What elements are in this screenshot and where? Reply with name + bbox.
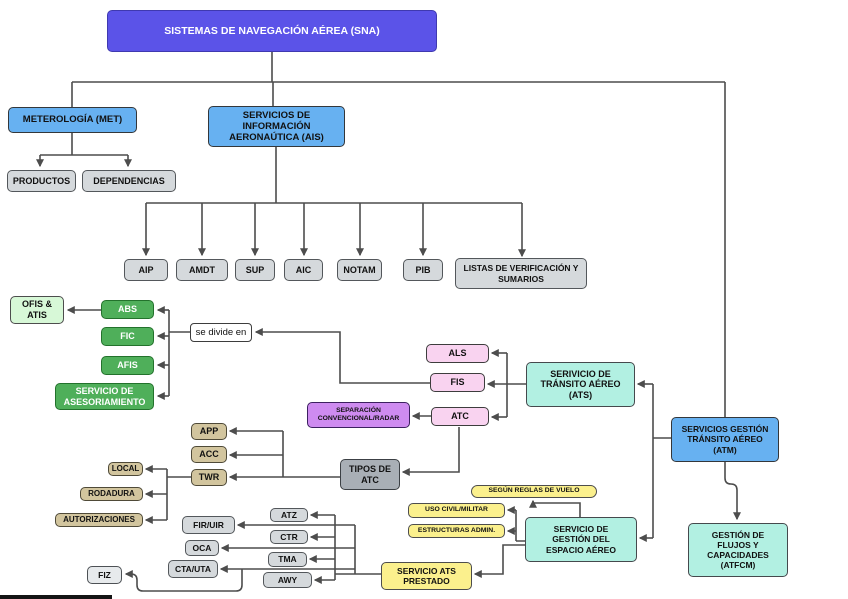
node-ofis-atis: OFIS & ATIS [10, 296, 64, 324]
edge-met-stem [40, 133, 128, 156]
edge-ats-stem [506, 353, 526, 417]
node-afis: AFIS [101, 356, 154, 375]
node-asesoramiento: SERVICIO DE ASESORIAMIENTO [55, 383, 154, 410]
node-ats: SERIVICIO DE TRÁNSITO AÉREO (ATS) [526, 362, 635, 407]
node-fiz: FIZ [87, 566, 122, 584]
node-amdt: AMDT [176, 259, 228, 281]
node-als: ALS [426, 344, 489, 363]
edge-espacio-prestado [473, 544, 525, 578]
node-segun-reglas: SEGÚN REGLAS DE VUELO [471, 485, 597, 498]
node-local: LOCAL [108, 462, 143, 476]
node-awy: AWY [263, 572, 312, 588]
node-fir-uir: FIR/UIR [182, 516, 235, 534]
screen-edge-artifact [0, 595, 112, 599]
edge-tipos-stem [282, 431, 340, 478]
edge-sna-trunk [71, 52, 726, 417]
node-acc: ACC [191, 446, 227, 463]
node-atm: SERVICIOS GESTIÓN TRÁNSITO AÉREO (ATM) [671, 417, 779, 462]
node-productos: PRODUCTOS [7, 170, 76, 192]
node-ais: SERVICIOS DE INFORMACIÓN AERONAÚTICA (AI… [208, 106, 345, 147]
node-espacio: SERVICIO DE GESTIÓN DEL ESPACIO AÉREO [525, 517, 637, 562]
edge-ais-stem [146, 147, 522, 204]
node-autorizaciones: AUTORIZACIONES [55, 513, 143, 527]
edge-fis-sedivide [254, 328, 430, 384]
node-atz: ATZ [270, 508, 308, 522]
node-sna: SISTEMAS DE NAVEGACIÓN AÉREA (SNA) [107, 10, 437, 52]
node-rodadura: RODADURA [80, 487, 143, 501]
node-se-divide-en: se divide en [190, 323, 252, 342]
node-aic: AIC [284, 259, 323, 281]
node-tma: TMA [268, 552, 307, 567]
node-ctr: CTR [270, 530, 308, 544]
edge-twr-stem [166, 469, 191, 520]
edge-espacio-stem [515, 510, 525, 542]
node-listas: LISTAS DE VERIFICACIÓN Y SUMARIOS [455, 258, 587, 289]
edge-sedivide-stem [168, 310, 190, 396]
node-estructuras: ESTRUCTURAS ADMIN. [408, 524, 505, 538]
node-notam: NOTAM [337, 259, 382, 281]
node-cta-uta: CTA/UTA [168, 560, 218, 578]
node-fic: FIC [101, 327, 154, 346]
edge-atc-tipos [401, 427, 460, 476]
node-ats-prestado: SERVICIO ATS PRESTADO [381, 562, 472, 590]
node-met: METEROLOGÍA (MET) [8, 107, 137, 133]
node-fis: FIS [430, 373, 485, 392]
node-sup: SUP [235, 259, 275, 281]
node-separacion: SEPARACIÓN CONVENCIONAL/RADAR [307, 402, 410, 428]
node-app: APP [191, 423, 227, 440]
node-atfcm: GESTIÓN DE FLUJOS Y CAPACIDADES (ATFCM) [688, 523, 788, 577]
edge-prestado-fiz [124, 569, 243, 592]
node-uso-civil: USO CIVIL/MILITAR [408, 503, 505, 518]
node-aip: AIP [124, 259, 168, 281]
edge-atm-atfcm [724, 462, 741, 521]
node-dependencias: DEPENDENCIAS [82, 170, 176, 192]
node-twr: TWR [191, 469, 227, 486]
edge-espacio-segun [529, 499, 581, 517]
node-oca: OCA [185, 540, 219, 556]
edge-atm-stem [652, 384, 671, 538]
node-abs: ABS [101, 300, 154, 319]
node-tipos-atc: TIPOS DE ATC [340, 459, 400, 490]
node-pib: PIB [403, 259, 443, 281]
node-atc: ATC [431, 407, 489, 426]
